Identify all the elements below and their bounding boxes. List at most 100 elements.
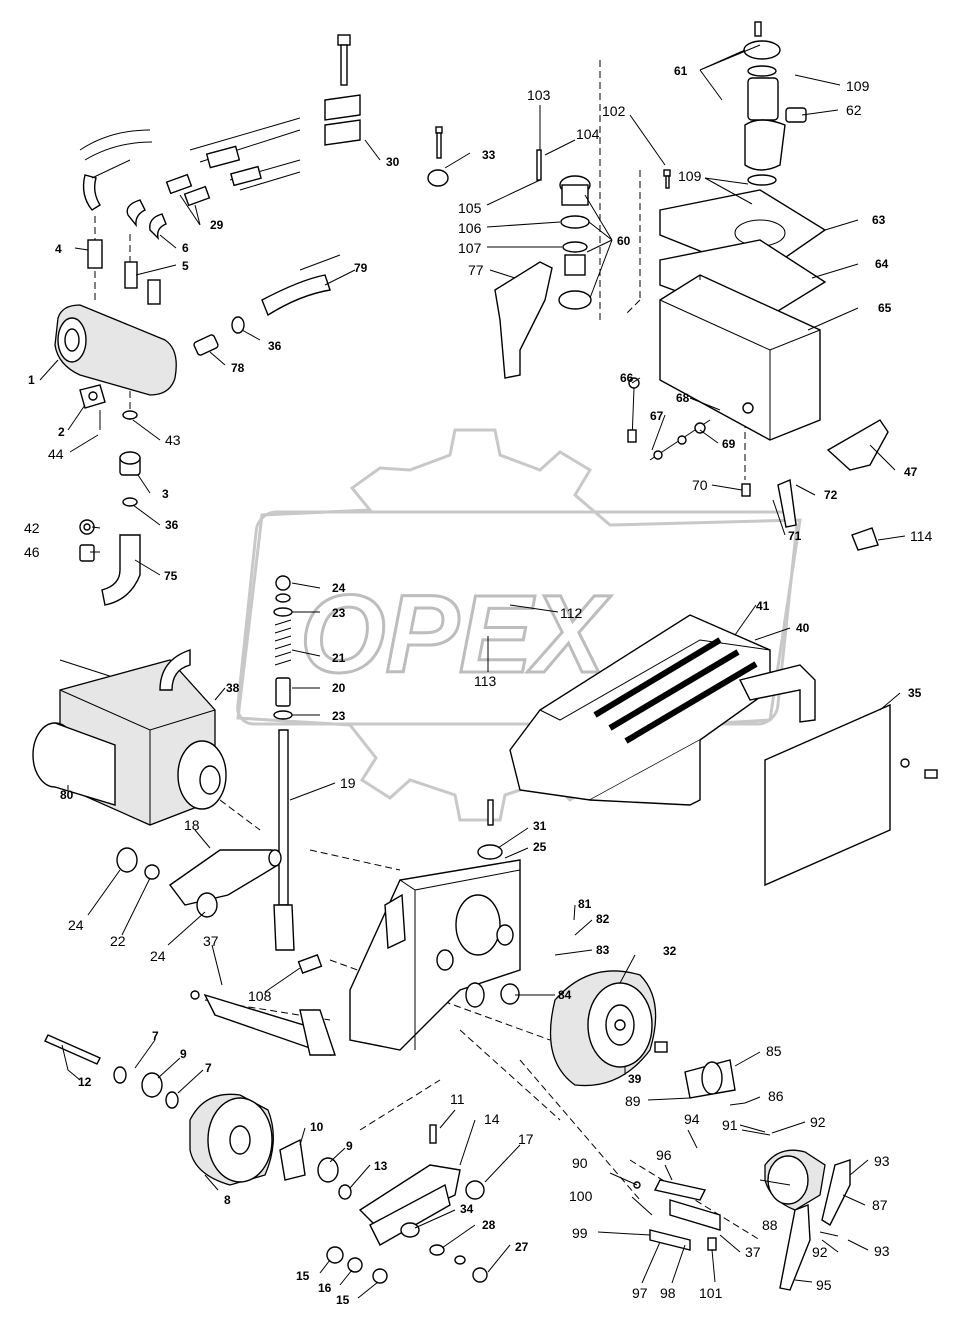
opex-watermark: OPEX [236, 428, 802, 822]
callout-102: 102 [602, 103, 626, 119]
callout-47: 47 [904, 465, 918, 479]
callout-78: 78 [231, 361, 245, 375]
callout-7b: 7 [205, 1061, 212, 1075]
watermark-text: OPEX [300, 573, 611, 696]
callout-100: 100 [569, 1188, 593, 1204]
callout-42: 42 [24, 520, 40, 536]
callout-33: 33 [482, 148, 496, 162]
callout-31: 31 [533, 819, 547, 833]
callout-106: 106 [458, 220, 482, 236]
pedal-group [509, 614, 938, 887]
callout-91: 91 [722, 1117, 738, 1133]
coupling-114 [851, 527, 879, 551]
callout-labels: 1 2 3 4 5 6 7 7 8 9 9 10 11 12 13 14 15 … [24, 64, 933, 1307]
callout-22: 22 [110, 933, 126, 949]
callout-93b: 93 [874, 1243, 890, 1259]
callout-24b: 24 [68, 917, 84, 933]
callout-88: 88 [762, 1217, 778, 1233]
callout-11: 11 [450, 1091, 465, 1107]
tank-cover-63 [659, 189, 827, 276]
callout-12: 12 [78, 1075, 92, 1089]
pump-body [54, 304, 177, 396]
callout-35: 35 [908, 686, 922, 700]
callout-89: 89 [625, 1093, 641, 1109]
callout-71: 71 [788, 529, 802, 543]
top-center-hardware [324, 34, 449, 187]
callout-36b: 36 [165, 518, 179, 532]
filter-cartridge [747, 77, 779, 121]
callout-46: 46 [24, 544, 40, 560]
callout-21: 21 [332, 651, 346, 665]
callout-114: 114 [910, 528, 933, 544]
callout-23a: 23 [332, 606, 346, 620]
callout-20: 20 [332, 681, 346, 695]
callout-66: 66 [620, 371, 634, 385]
callout-83: 83 [596, 943, 610, 957]
callout-72: 72 [824, 488, 838, 502]
callout-87: 87 [872, 1197, 888, 1213]
bracket-87 [821, 1159, 851, 1227]
callout-92a: 92 [810, 1114, 826, 1130]
callout-2: 2 [58, 425, 65, 439]
callout-37a: 37 [203, 933, 219, 949]
callout-24c: 24 [150, 948, 166, 964]
callout-32: 32 [663, 944, 677, 958]
callout-81: 81 [578, 897, 592, 911]
callout-27: 27 [515, 1240, 529, 1254]
callout-113: 113 [474, 673, 497, 689]
callout-38: 38 [226, 681, 240, 695]
hydraulic-tank-group [627, 21, 889, 551]
callout-5: 5 [182, 259, 189, 273]
lower-arm-group [326, 1124, 488, 1284]
callout-92b: 92 [812, 1244, 828, 1260]
callout-79: 79 [354, 261, 368, 275]
callout-41: 41 [756, 599, 770, 613]
callout-99: 99 [572, 1225, 588, 1241]
callout-68: 68 [676, 391, 690, 405]
callout-9a: 9 [180, 1047, 187, 1061]
callout-65: 65 [878, 301, 892, 315]
callout-30: 30 [386, 155, 400, 169]
callout-8: 8 [224, 1193, 231, 1207]
alternator-group [633, 1129, 851, 1291]
bracket-96 [653, 1179, 707, 1201]
lever-77 [494, 261, 553, 379]
callout-15a: 15 [296, 1269, 310, 1283]
callout-16: 16 [318, 1281, 332, 1295]
callout-40: 40 [796, 621, 810, 635]
callout-109b: 109 [678, 168, 702, 184]
callout-112: 112 [560, 605, 583, 621]
axle-bolt-12 [44, 1034, 101, 1065]
callout-23b: 23 [332, 709, 346, 723]
spring-rod-group [273, 575, 323, 974]
bracket-47 [826, 419, 889, 471]
callout-109a: 109 [846, 78, 870, 94]
callout-104: 104 [576, 126, 600, 142]
callout-36a: 36 [268, 339, 282, 353]
callout-77: 77 [468, 262, 484, 278]
callout-44: 44 [48, 446, 64, 462]
cover-plate-35 [764, 703, 891, 887]
callout-9b: 9 [346, 1139, 353, 1153]
callout-15b: 15 [336, 1293, 350, 1307]
callout-4: 4 [55, 242, 62, 256]
callout-17: 17 [518, 1131, 534, 1147]
main-frame-bracket [349, 799, 521, 1051]
pulley-group [549, 970, 746, 1106]
callout-10: 10 [310, 1120, 324, 1134]
callout-1: 1 [28, 373, 35, 387]
callout-107: 107 [458, 240, 482, 256]
callout-96: 96 [656, 1147, 672, 1163]
arm-18 [169, 849, 279, 906]
callout-69: 69 [722, 437, 736, 451]
callout-75: 75 [164, 569, 178, 583]
callout-63: 63 [872, 213, 886, 227]
callout-86: 86 [768, 1088, 784, 1104]
frame-plate [349, 859, 521, 1051]
callout-108: 108 [248, 988, 272, 1004]
callout-67: 67 [650, 409, 664, 423]
filler-cap-group [494, 149, 671, 379]
callout-7a: 7 [152, 1029, 159, 1043]
leader-lines [39, 44, 906, 1299]
